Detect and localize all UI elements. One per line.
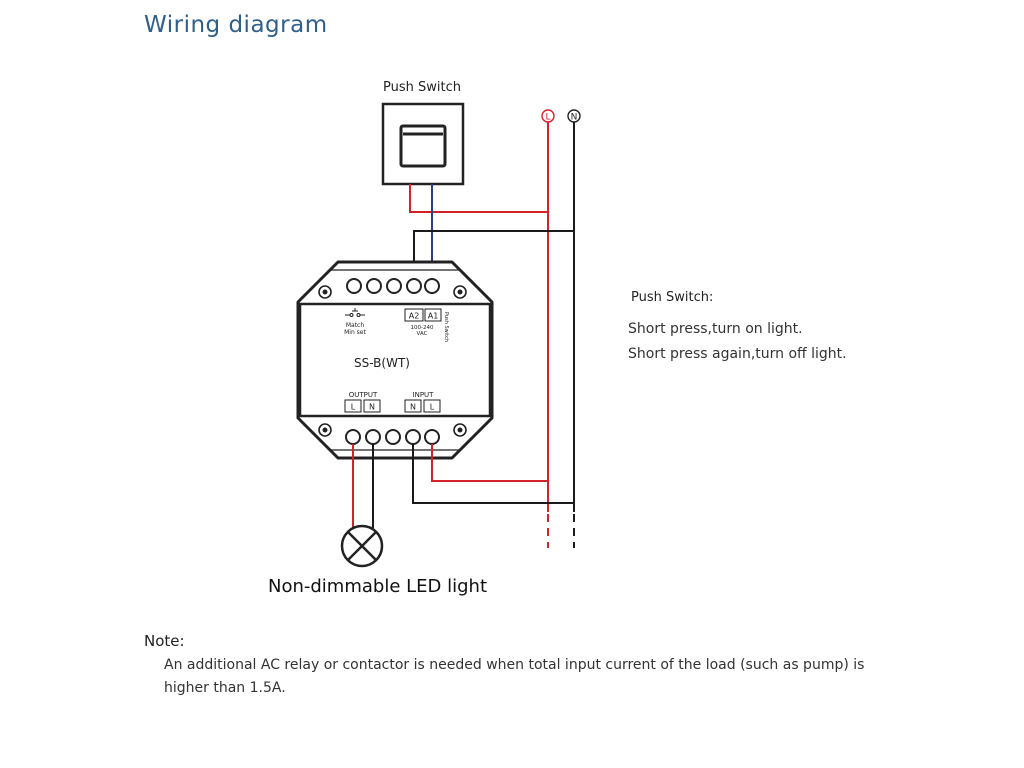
device-model: SS-B(WT) xyxy=(354,356,410,370)
voltage-label-2: VAC xyxy=(417,331,428,337)
svg-text:L: L xyxy=(545,113,550,123)
input-neutral-wire xyxy=(412,444,574,504)
push-switch-label: Push Switch xyxy=(383,80,461,95)
note-title: Note: xyxy=(144,632,185,650)
page-title: Wiring diagram xyxy=(144,12,328,38)
note-text: An additional AC relay or contactor is n… xyxy=(164,657,865,696)
output-l-label: L xyxy=(351,403,356,412)
push-switch-info-title: Push Switch: xyxy=(631,290,714,305)
switch-side-label: Push Switch xyxy=(443,312,449,342)
input-l-label: L xyxy=(430,403,435,412)
terminal-a1-label: A1 xyxy=(428,312,439,321)
led-lamp-icon xyxy=(340,524,384,568)
output-label: OUTPUT xyxy=(349,391,378,399)
input-label: INPUT xyxy=(413,391,435,399)
top-terminals xyxy=(346,278,440,294)
led-light-label: Non-dimmable LED light xyxy=(268,576,488,597)
screw-icon xyxy=(318,285,467,437)
neutral-terminal-marker: N xyxy=(567,109,581,123)
input-live-wire xyxy=(431,444,548,482)
min-set-label: Min set xyxy=(344,329,366,336)
input-n-label: N xyxy=(410,403,416,412)
output-n-label: N xyxy=(369,403,375,412)
push-switch-info-line: Short press,turn on light. xyxy=(628,321,803,337)
match-button-icon xyxy=(345,308,365,317)
terminal-a2-label: A2 xyxy=(409,312,420,321)
match-label: Match xyxy=(346,322,365,329)
switch-live-feed xyxy=(409,184,548,213)
push-switch-info-line: Short press again,turn off light. xyxy=(628,346,847,362)
voltage-label-1: 100-240 xyxy=(411,325,434,331)
push-switch-icon xyxy=(381,102,465,186)
live-terminal-marker: L xyxy=(541,109,555,123)
svg-text:N: N xyxy=(571,113,578,123)
